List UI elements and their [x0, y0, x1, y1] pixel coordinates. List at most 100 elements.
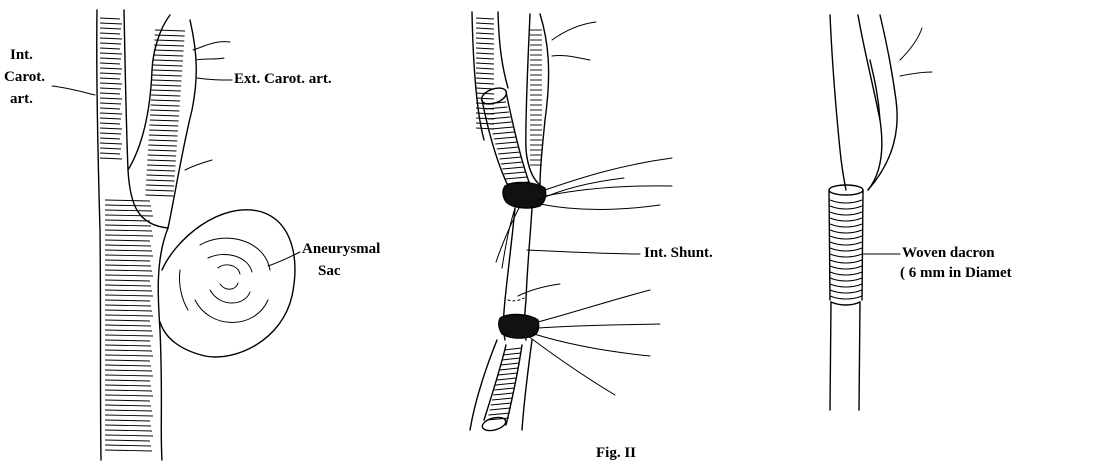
ext-carotid-branch-1 — [193, 42, 230, 50]
striation-mark — [154, 50, 184, 51]
striation-mark — [476, 48, 494, 49]
upper-tie-2 — [545, 186, 672, 196]
striation-mark — [100, 113, 122, 114]
graft-ring — [830, 254, 862, 257]
striation-mark — [105, 300, 150, 301]
graft-ring — [830, 266, 862, 269]
striation-mark — [492, 132, 514, 134]
striation-mark — [152, 85, 181, 86]
striation-mark — [488, 413, 509, 415]
panel-graft-drawing — [829, 15, 932, 410]
striation-mark — [105, 275, 153, 276]
label-int-carot-1: Int. — [10, 46, 33, 65]
striation-mark — [105, 350, 152, 351]
striation-mark — [105, 315, 153, 316]
graft-ring — [830, 218, 862, 221]
label-ext-carot: Ext. Carot. art. — [234, 70, 332, 89]
striation-mark — [105, 305, 151, 306]
upper-tourniquet — [503, 182, 546, 208]
striation-mark — [100, 118, 121, 119]
ext-carotid-inner-wall — [128, 15, 170, 170]
striation-mark — [476, 78, 494, 79]
striation-mark — [151, 90, 180, 91]
lower-tourniquet — [499, 314, 539, 338]
striation-mark — [493, 393, 513, 395]
striation-mark — [105, 240, 150, 241]
striation-mark — [491, 127, 513, 129]
striation-mark — [105, 430, 152, 431]
striation-mark — [153, 70, 183, 71]
int-carotid-left-wall — [97, 10, 101, 460]
artery-striations — [100, 18, 185, 451]
striation-mark — [151, 105, 180, 106]
striation-mark — [100, 148, 121, 149]
striation-mark — [498, 152, 520, 154]
striation-mark — [148, 155, 177, 156]
graft-ring — [830, 272, 862, 275]
panel-shunt-drawing — [470, 12, 672, 433]
striation-mark — [476, 88, 494, 89]
striation-mark — [105, 405, 151, 406]
lower-native-left — [830, 302, 831, 410]
striation-mark — [100, 58, 121, 59]
striation-mark — [105, 265, 151, 266]
upper-ica-left-wall — [472, 12, 484, 140]
striation-mark — [495, 142, 517, 144]
striation-mark — [100, 153, 120, 154]
graft-ring — [830, 290, 862, 293]
striation-mark — [105, 415, 153, 416]
striation-mark — [100, 18, 120, 19]
striation-mark — [150, 120, 179, 121]
striation-mark — [105, 325, 151, 326]
striation-mark — [105, 220, 150, 221]
striation-mark — [105, 320, 150, 321]
striation-mark — [105, 380, 150, 381]
upper-ica-right-wall — [498, 12, 508, 88]
striation-mark — [147, 165, 175, 166]
graft-ring — [830, 284, 862, 287]
striation-mark — [105, 450, 152, 451]
striation-mark — [100, 93, 120, 94]
striation-mark — [154, 55, 184, 56]
striation-mark — [105, 445, 151, 446]
striation-mark — [100, 83, 122, 84]
label-int-carot-2: Carot. — [4, 68, 45, 87]
striation-mark — [105, 335, 153, 336]
striation-mark — [105, 215, 153, 216]
striation-mark — [105, 270, 152, 271]
graft-ica-right — [858, 15, 880, 120]
lower-anastomosis — [831, 302, 860, 305]
lower-native-right — [859, 302, 860, 410]
graft-ring — [830, 212, 862, 215]
striation-mark — [105, 435, 153, 436]
striation-mark — [497, 147, 519, 149]
striation-mark — [105, 400, 150, 401]
label-aneurysmal-2: Sac — [318, 262, 341, 281]
graft-ring — [830, 224, 862, 227]
ext-branch-p2 — [552, 22, 596, 40]
striation-mark — [105, 370, 152, 371]
graft-ring — [830, 242, 862, 245]
striation-mark — [499, 368, 518, 370]
graft-eca-branch-2 — [900, 72, 932, 76]
striation-mark — [100, 103, 121, 104]
striation-mark — [485, 107, 507, 109]
graft-ring — [830, 248, 862, 251]
int-shunt-leader — [527, 250, 640, 254]
striation-mark — [100, 38, 122, 39]
striation-mark — [476, 38, 494, 39]
striation-mark — [476, 73, 494, 74]
striation-mark — [147, 170, 175, 171]
striation-mark — [105, 425, 151, 426]
striation-mark — [501, 162, 523, 164]
striation-mark — [105, 310, 152, 311]
striation-mark — [100, 53, 122, 54]
striation-mark — [153, 65, 183, 66]
striation-mark — [100, 23, 122, 24]
striation-mark — [100, 98, 122, 99]
striation-mark — [100, 33, 120, 34]
graft-ring — [830, 230, 862, 233]
ext-carotid-branch-2 — [196, 58, 224, 60]
striation-mark — [496, 383, 516, 385]
striation-mark — [149, 140, 178, 141]
